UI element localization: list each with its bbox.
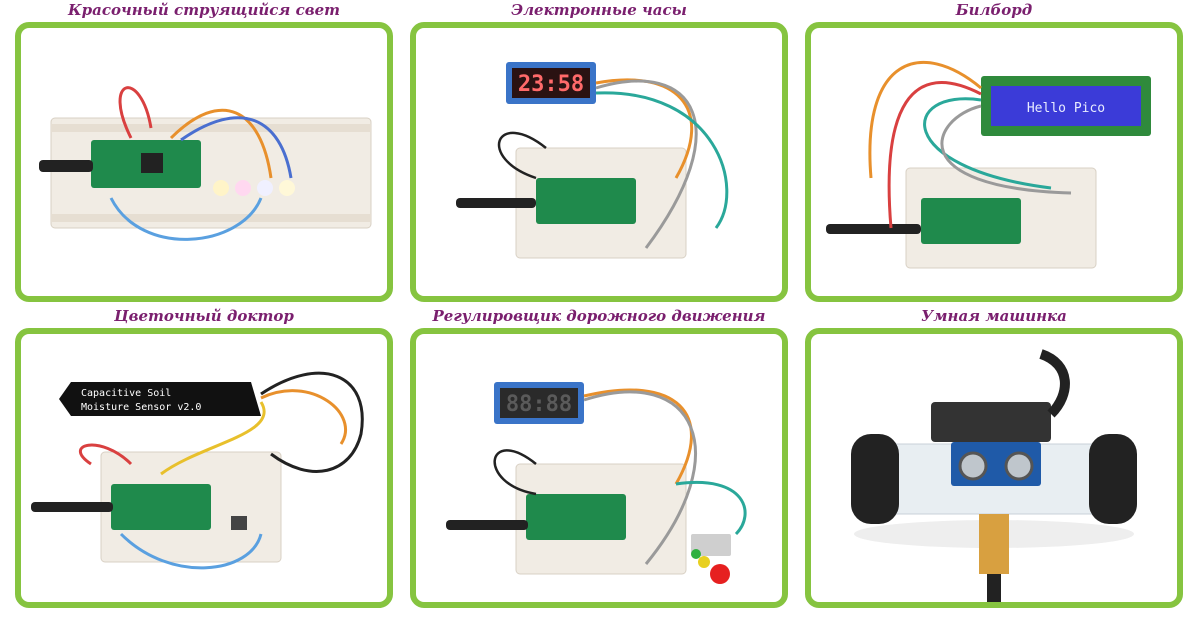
car-wheel <box>1089 434 1137 524</box>
car-wheel <box>851 434 899 524</box>
pico-board <box>111 484 211 530</box>
rgb-led <box>231 516 247 530</box>
project-photo-frame: 88:88 <box>410 328 788 608</box>
led-light <box>213 180 229 196</box>
pico-board <box>526 494 626 540</box>
pico-board <box>536 178 636 224</box>
traffic-controller-photo: 88:88 <box>446 382 747 584</box>
project-photo-frame: 23:58 <box>410 22 788 302</box>
project-caption: Электронные часы <box>511 1 687 19</box>
usb-cable <box>39 160 93 172</box>
flower-doctor-photo: Capacitive Soil Moisture Sensor v2.0 <box>31 371 364 570</box>
battery-box <box>931 402 1051 442</box>
led-light <box>257 180 273 196</box>
led-light <box>279 180 295 196</box>
project-caption: Красочный струящийся свет <box>68 1 340 19</box>
led-light <box>235 180 251 196</box>
traffic-light-red <box>710 564 730 584</box>
traffic-digits: 88:88 <box>506 392 572 417</box>
clock-digits: 23:58 <box>518 72 584 97</box>
billboard-photo: Hello Pico <box>826 61 1151 269</box>
traffic-light-green <box>691 549 701 559</box>
project-photo-frame: Capacitive Soil Moisture Sensor v2.0 <box>15 328 393 608</box>
usb-cable <box>826 224 921 234</box>
project-photo-frame <box>15 22 393 302</box>
flowing-light-photo <box>39 86 372 241</box>
project-photo-frame: Hello Pico <box>805 22 1183 302</box>
traffic-light-module <box>691 534 731 556</box>
soil-moisture-sensor <box>59 382 261 416</box>
sensor-label-line1: Capacitive Soil <box>81 388 171 399</box>
project-caption: Умная машинка <box>921 307 1067 325</box>
traffic-light-yellow <box>698 556 710 568</box>
usb-cable <box>456 198 536 208</box>
sensor-label-line2: Moisture Sensor v2.0 <box>81 402 201 413</box>
project-caption: Цветочный доктор <box>114 307 294 325</box>
smart-car-photo <box>851 349 1137 602</box>
pico-board <box>921 198 1021 244</box>
line-sensor-bracket <box>979 514 1009 574</box>
usb-cable <box>446 520 528 530</box>
usb-cable <box>31 502 113 512</box>
lcd-text: Hello Pico <box>1027 101 1105 116</box>
project-caption: Билборд <box>955 1 1033 19</box>
project-photo-frame <box>805 328 1183 608</box>
project-caption: Регулировщик дорожного движения <box>432 307 766 325</box>
electronic-clock-photo: 23:58 <box>456 62 729 259</box>
